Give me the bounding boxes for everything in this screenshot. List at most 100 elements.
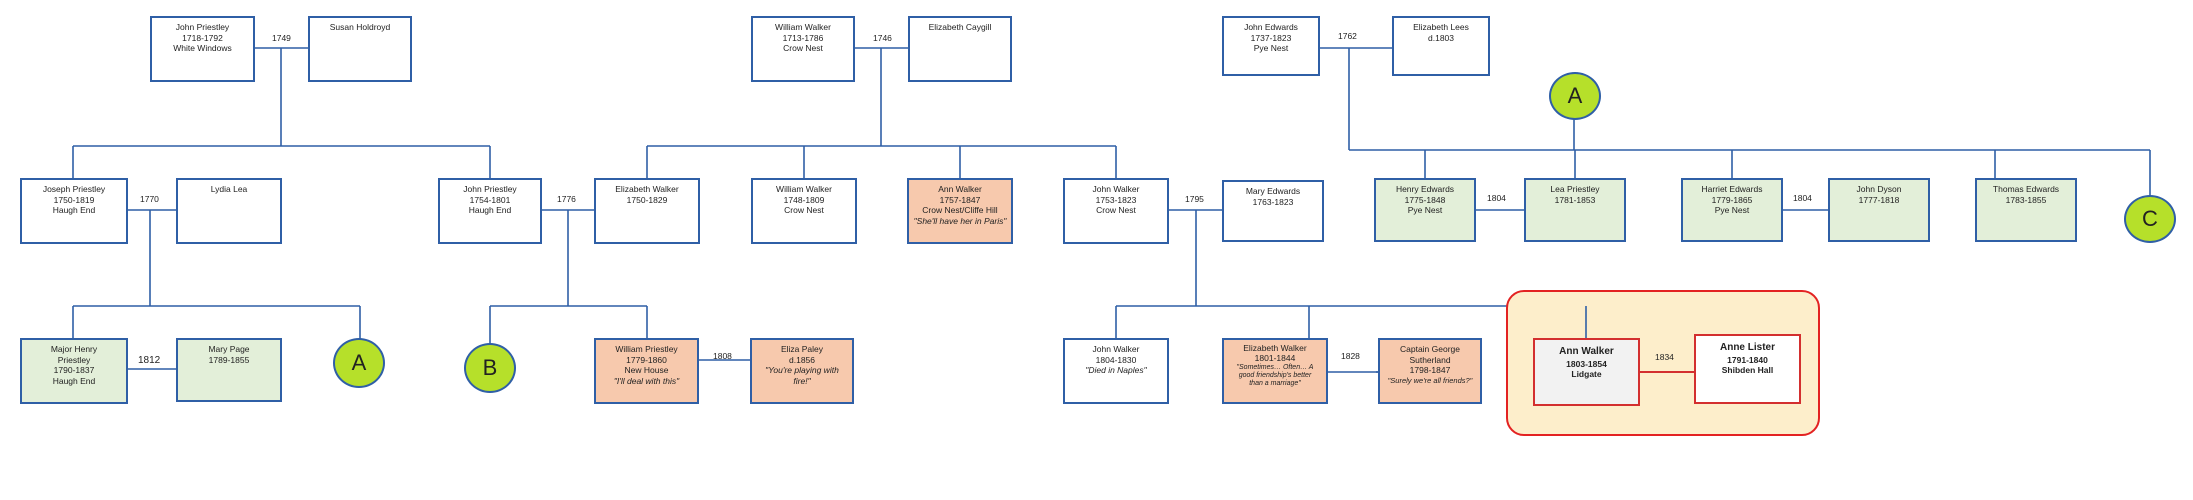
person-lydia-lea: Lydia Lea xyxy=(176,178,282,244)
marriage-year: 1749 xyxy=(272,33,291,43)
person-place: Haugh End xyxy=(468,205,512,216)
person-name: Ann Walker xyxy=(1559,346,1614,357)
person-place: Pye Nest xyxy=(1253,43,1289,54)
person-dates: 1748-1809 xyxy=(783,194,825,205)
person-name: Thomas Edwards xyxy=(1992,184,2060,194)
marriage-year: 1746 xyxy=(873,33,892,43)
person-name: John Walker xyxy=(1092,184,1140,194)
person-place: Pye Nest xyxy=(1714,205,1750,216)
person-elizabeth-walker-1801: Elizabeth Walker 1801-1844 "Sometimes… O… xyxy=(1222,338,1328,404)
person-dates: 1750-1829 xyxy=(626,194,668,205)
marriage-year: 1828 xyxy=(1341,351,1360,361)
person-name: John Dyson xyxy=(1856,184,1902,194)
person-dates: d.1856 xyxy=(789,354,815,365)
person-name: Susan Holdroyd xyxy=(329,22,391,32)
person-place: Crow Nest/Cliffe Hill xyxy=(922,205,998,216)
person-john-walker-1753: John Walker 1753-1823 Crow Nest xyxy=(1063,178,1169,244)
marriage-year: 1770 xyxy=(140,194,159,204)
person-name: William Walker xyxy=(775,22,831,32)
marriage-year: 1804 xyxy=(1793,193,1812,203)
person-name: Henry Edwards xyxy=(1395,184,1455,194)
person-dates: 1789-1855 xyxy=(208,354,250,365)
person-dates: 1753-1823 xyxy=(1095,194,1137,205)
person-john-walker-1804: John Walker 1804-1830 "Died in Naples" xyxy=(1063,338,1169,404)
person-captain-george-sutherland: Captain George Sutherland 1798-1847 "Sur… xyxy=(1378,338,1482,404)
person-elizabeth-walker-1750: Elizabeth Walker 1750-1829 xyxy=(594,178,700,244)
person-dates: 1801-1844 xyxy=(1254,352,1296,363)
person-name: Ann Walker xyxy=(938,184,982,194)
person-john-edwards: John Edwards 1737-1823 Pye Nest xyxy=(1222,16,1320,76)
person-dates: 1803-1854 xyxy=(1566,358,1607,369)
person-place: Haugh End xyxy=(52,205,96,216)
person-dates: 1798-1847 xyxy=(1409,365,1451,376)
person-dates: 1777-1818 xyxy=(1858,194,1900,205)
person-thomas-edwards: Thomas Edwards 1783-1855 xyxy=(1975,178,2077,242)
person-name: Mary Edwards xyxy=(1245,186,1301,196)
person-dates: 1779-1860 xyxy=(626,354,667,365)
person-name: Major Henry xyxy=(50,344,98,354)
person-john-dyson: John Dyson 1777-1818 xyxy=(1828,178,1930,242)
person-quote-cont: fire!" xyxy=(793,375,811,386)
person-dates: 1754-1801 xyxy=(469,194,511,205)
person-ann-walker-1757: Ann Walker 1757-1847 Crow Nest/Cliffe Hi… xyxy=(907,178,1013,244)
marriage-year: 1812 xyxy=(138,355,161,366)
person-dates: 1781-1853 xyxy=(1554,194,1596,205)
person-anne-lister: Anne Lister 1791-1840 Shibden Hall xyxy=(1694,334,1801,404)
person-name: Joseph Priestley xyxy=(42,184,106,194)
person-name: John Priestley xyxy=(175,22,230,32)
person-william-walker-1713: William Walker 1713-1786 Crow Nest xyxy=(751,16,855,82)
person-elizabeth-lees: Elizabeth Lees d.1803 xyxy=(1392,16,1490,76)
marriage-year: 1834 xyxy=(1655,352,1674,362)
person-quote-cont: good friendship's better xyxy=(1238,371,1312,379)
person-name: William Priestley xyxy=(615,344,678,354)
person-dates: 1718-1792 xyxy=(182,32,223,43)
person-quote: "She'll have her in Paris" xyxy=(913,215,1007,226)
person-name: Elizabeth Caygill xyxy=(928,22,992,32)
person-name: John Priestley xyxy=(463,184,517,194)
person-elizabeth-caygill: Elizabeth Caygill xyxy=(908,16,1012,82)
person-harriet-edwards: Harriet Edwards 1779-1865 Pye Nest xyxy=(1681,178,1783,242)
person-place: White Windows xyxy=(173,43,232,54)
person-name: Captain George xyxy=(1399,344,1460,354)
person-dates: 1737-1823 xyxy=(1250,32,1292,43)
person-quote: "I'll deal with this" xyxy=(613,375,680,386)
person-dates: 1713-1786 xyxy=(782,32,824,43)
person-dates: d.1803 xyxy=(1428,32,1454,43)
person-mary-page: Mary Page 1789-1855 xyxy=(176,338,282,402)
person-place: Crow Nest xyxy=(784,205,824,216)
person-name: Mary Page xyxy=(208,344,250,354)
person-dates: 1757-1847 xyxy=(939,194,981,205)
person-eliza-paley: Eliza Paley d.1856 "You're playing with … xyxy=(750,338,854,404)
marriage-year: 1808 xyxy=(713,351,732,361)
marriage-year: 1776 xyxy=(557,194,576,204)
person-place: New House xyxy=(624,365,669,376)
person-name: Anne Lister xyxy=(1719,342,1775,353)
person-quote: "You're playing with xyxy=(765,365,839,376)
person-dates: 1763-1823 xyxy=(1252,196,1294,207)
person-name: Elizabeth Lees xyxy=(1413,22,1469,32)
person-name: Elizabeth Walker xyxy=(615,184,679,194)
marriage-year: 1795 xyxy=(1185,194,1204,204)
person-place: Haugh End xyxy=(52,375,96,386)
person-mary-edwards: Mary Edwards 1763-1823 xyxy=(1222,180,1324,242)
person-dates: 1775-1848 xyxy=(1404,194,1446,205)
marriage-year: 1762 xyxy=(1338,31,1357,41)
link-marker-a-top: A xyxy=(1549,72,1601,120)
person-henry-edwards: Henry Edwards 1775-1848 Pye Nest xyxy=(1374,178,1476,242)
person-name: William Walker xyxy=(776,184,832,194)
person-major-henry-priestley: Major Henry Priestley 1790-1837 Haugh En… xyxy=(20,338,128,404)
person-joseph-priestley: Joseph Priestley 1750-1819 Haugh End xyxy=(20,178,128,244)
person-name: Lydia Lea xyxy=(210,184,248,194)
person-name: Eliza Paley xyxy=(780,344,824,354)
person-ann-walker-1803: Ann Walker 1803-1854 Lidgate xyxy=(1533,338,1640,406)
person-susan-holdroyd: Susan Holdroyd xyxy=(308,16,412,82)
person-quote: "Died in Naples" xyxy=(1085,365,1147,376)
person-name: Harriet Edwards xyxy=(1701,184,1763,194)
person-dates: 1804-1830 xyxy=(1095,354,1137,365)
person-william-priestley: William Priestley 1779-1860 New House "I… xyxy=(594,338,699,404)
person-name: Lea Priestley xyxy=(1550,184,1600,194)
person-dates: 1779-1865 xyxy=(1711,194,1753,205)
